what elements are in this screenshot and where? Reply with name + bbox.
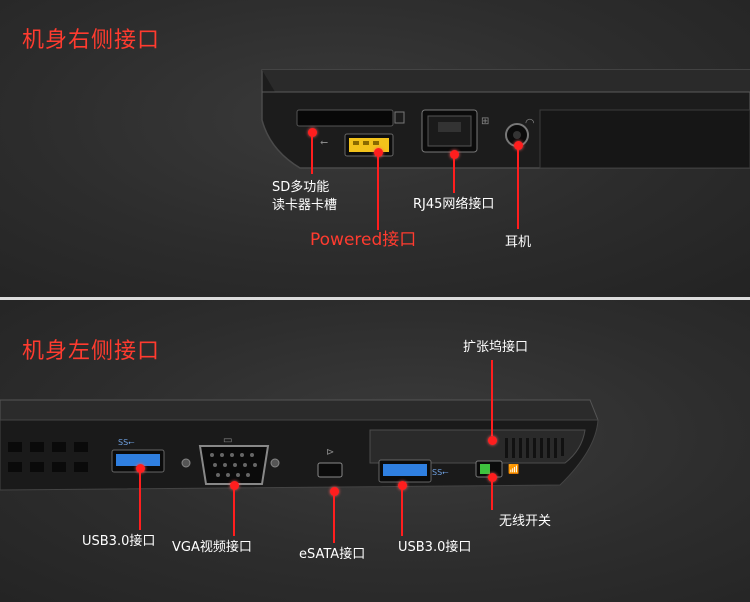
headphone-icon: ◠ (525, 116, 535, 129)
powered-label: Powered接口 (310, 230, 417, 250)
usb1-label: USB3.0接口 (82, 534, 156, 549)
monitor-icon: ▭ (223, 435, 232, 446)
vga-label: VGA视频接口 (172, 540, 252, 555)
headphone-marker (514, 141, 523, 150)
headphone-label: 耳机 (505, 235, 532, 250)
side-vents (8, 442, 88, 472)
wireless-label: 无线开关 (499, 514, 552, 529)
displayport-icon: ⊳ (326, 447, 334, 458)
esata-marker (330, 487, 339, 496)
sd-card-icon (394, 111, 405, 124)
ss-usb-icon: SS⭠ (432, 468, 449, 477)
sd-slot-icon (296, 109, 394, 127)
left-side-panel: SS⭠ ▭ ⊳ SS⭠ 📶 机身左侧接口 扩张坞接口 USB3.0接口 VGA视… (0, 300, 750, 602)
wireless-marker (488, 473, 497, 482)
vga-leader-line (233, 489, 235, 536)
sd-marker (308, 128, 317, 137)
rj45-leader-line (453, 158, 455, 193)
usb1-leader-line (139, 472, 141, 530)
sd-leader-line (311, 136, 313, 174)
rj45-label: RJ45网络接口 (413, 197, 495, 212)
panel-plate-right (539, 109, 750, 169)
esata-label: eSATA接口 (299, 547, 366, 562)
left-side-laptop-illustration: SS⭠ ▭ ⊳ SS⭠ 📶 (0, 399, 599, 491)
dock-label: 扩张坞接口 (463, 340, 529, 355)
right-side-panel: ⭠ ⊞ ◠ 机身右侧接口 SD多功能 读卡器卡槽 Powered接口 RJ45网… (0, 0, 750, 297)
left-side-heading: 机身左侧接口 (22, 339, 161, 364)
dock-marker (488, 436, 497, 445)
wireless-leader-line (491, 481, 493, 510)
network-icon: ⊞ (481, 116, 489, 127)
esata-leader-line (333, 495, 335, 543)
dock-vents (505, 438, 564, 458)
usb2-label: USB3.0接口 (398, 540, 472, 555)
dock-plate (369, 429, 586, 464)
powered-marker (374, 148, 383, 157)
usb2-marker (398, 481, 407, 490)
rj45-marker (450, 150, 459, 159)
powered-leader-line (377, 156, 379, 230)
esata-port-icon (317, 462, 343, 478)
dock-leader-line (491, 360, 493, 436)
usb2-leader-line (401, 489, 403, 536)
ss-usb-icon: SS⭠ (118, 438, 135, 447)
wireless-icon: 📶 (508, 463, 519, 475)
usb1-marker (136, 464, 145, 473)
section-divider (0, 297, 750, 300)
vga-marker (230, 481, 239, 490)
right-side-heading: 机身右侧接口 (22, 28, 161, 53)
lid-edge-left (0, 399, 599, 421)
lid-edge-right (262, 70, 750, 92)
sd-label-line2: 读卡器卡槽 (272, 198, 338, 213)
sd-label-line1: SD多功能 (272, 180, 330, 195)
usb-symbol-icon: ⭠ (320, 137, 328, 148)
headphone-leader-line (517, 149, 519, 229)
